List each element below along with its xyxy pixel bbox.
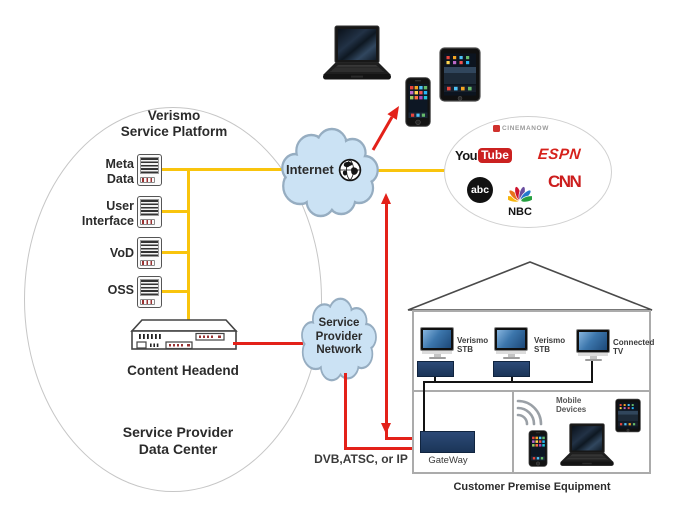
red-link-network-down bbox=[344, 373, 347, 450]
tv-bar bbox=[496, 351, 526, 354]
yellow-link-oss bbox=[161, 290, 190, 293]
tv-base bbox=[502, 357, 520, 359]
data-center-label: Service Provider Data Center bbox=[122, 424, 234, 457]
tv-icon-stb2 bbox=[494, 327, 528, 359]
nbc-logo: NBC bbox=[505, 185, 535, 218]
sp-network-label: Service Provider Network bbox=[315, 317, 363, 357]
arrow-up-icon bbox=[381, 193, 391, 204]
gateway-icon bbox=[420, 431, 475, 453]
tv-bar bbox=[422, 351, 452, 354]
connected-tv-label: Connected TV bbox=[613, 338, 655, 357]
headend-label: Content Headend bbox=[127, 363, 239, 378]
tv-frame bbox=[494, 327, 528, 351]
server-icon-oss bbox=[137, 276, 162, 308]
nbc-text: NBC bbox=[508, 206, 532, 218]
tv-frame bbox=[576, 329, 610, 353]
internet-cloud-label-row: Internet bbox=[286, 158, 376, 182]
smartphone-icon bbox=[405, 77, 431, 127]
yellow-link-internet-providers bbox=[368, 169, 446, 172]
providers-ellipse bbox=[444, 116, 612, 228]
server-stripes bbox=[140, 157, 159, 174]
stb-icon-1 bbox=[417, 361, 454, 377]
server-stripes bbox=[140, 199, 159, 216]
youtube-tube-text: Tube bbox=[478, 148, 512, 163]
cinemanow-logo: CINEMANOW bbox=[493, 125, 549, 132]
cpe-title: Customer Premise Equipment bbox=[453, 481, 611, 493]
youtube-you-text: You bbox=[455, 148, 478, 163]
stb2-label: Verismo STB bbox=[534, 336, 566, 355]
yellow-bus bbox=[187, 168, 190, 321]
tablet-icon bbox=[439, 47, 481, 102]
tablet-icon-cpe bbox=[615, 397, 641, 434]
tv-stand bbox=[589, 356, 597, 359]
tv-screen bbox=[423, 330, 451, 348]
nbc-peacock-icon bbox=[505, 186, 535, 203]
black-cable-tv3 bbox=[591, 357, 593, 383]
stb1-label: Verismo STB bbox=[457, 336, 489, 355]
server-label-vod: VoD bbox=[109, 246, 134, 260]
cinemanow-text: CINEMANOW bbox=[502, 125, 549, 132]
server-label-oss: OSS bbox=[107, 283, 134, 297]
server-label-meta-data: Meta Data bbox=[105, 157, 134, 186]
tv-stand bbox=[507, 354, 515, 357]
tv-icon-connected bbox=[576, 329, 610, 361]
black-cable-to-gateway bbox=[423, 381, 425, 432]
house-room-divider bbox=[512, 392, 514, 474]
link-type-label: DVB,ATSC, or IP bbox=[314, 452, 408, 466]
abc-logo: abc bbox=[467, 177, 493, 203]
tv-stand bbox=[433, 354, 441, 357]
gateway-label: GateWay bbox=[428, 455, 468, 466]
server-stripes bbox=[140, 279, 159, 296]
laptop-icon bbox=[321, 25, 393, 81]
arrow-down-icon bbox=[381, 423, 391, 434]
wifi-icon bbox=[516, 399, 543, 426]
red-link-to-gateway-upper bbox=[385, 437, 422, 440]
stb-icon-2 bbox=[493, 361, 530, 377]
globe-icon bbox=[338, 158, 361, 182]
espn-logo: ESPN bbox=[537, 146, 582, 163]
mobile-devices-label: Mobile Devices bbox=[556, 396, 587, 415]
yellow-link-metadata-internet bbox=[161, 168, 292, 171]
red-arrow-internet-to-devices bbox=[371, 106, 399, 151]
tv-bar bbox=[578, 353, 608, 356]
laptop-icon-cpe bbox=[558, 423, 616, 467]
platform-title: Verismo Service Platform bbox=[120, 108, 228, 139]
cinemanow-icon bbox=[493, 125, 500, 132]
black-cable-bus bbox=[423, 381, 593, 383]
red-link-to-gateway-lower bbox=[344, 447, 422, 450]
red-link-headend-network bbox=[233, 342, 303, 345]
server-ports bbox=[140, 219, 155, 225]
yellow-link-vod bbox=[161, 251, 190, 254]
youtube-logo: You Tube bbox=[455, 148, 512, 163]
tv-frame bbox=[420, 327, 454, 351]
tv-screen bbox=[579, 332, 607, 350]
cnn-logo: CNN bbox=[548, 172, 582, 191]
house-roof bbox=[407, 261, 653, 311]
server-ports bbox=[140, 299, 155, 305]
server-icon-vod bbox=[137, 237, 162, 269]
tv-icon-stb1 bbox=[420, 327, 454, 359]
headend-icon bbox=[130, 319, 238, 350]
server-icon-meta-data bbox=[137, 154, 162, 186]
black-cable-stb2 bbox=[511, 376, 513, 383]
server-ports bbox=[140, 177, 155, 183]
server-icon-user-interface bbox=[137, 196, 162, 228]
house-floor-divider bbox=[412, 390, 651, 392]
server-label-user-interface: User Interface bbox=[81, 199, 134, 228]
data-center-ellipse bbox=[24, 107, 322, 492]
tv-screen bbox=[497, 330, 525, 348]
tv-base bbox=[584, 359, 602, 361]
yellow-link-ui bbox=[161, 210, 190, 213]
server-ports bbox=[140, 260, 155, 266]
black-cable-stb1 bbox=[434, 376, 436, 383]
red-link-internet-gateway bbox=[385, 202, 388, 439]
tv-base bbox=[428, 357, 446, 359]
internet-label: Internet bbox=[286, 162, 334, 178]
server-stripes bbox=[140, 240, 159, 257]
smartphone-icon-cpe bbox=[528, 430, 548, 467]
